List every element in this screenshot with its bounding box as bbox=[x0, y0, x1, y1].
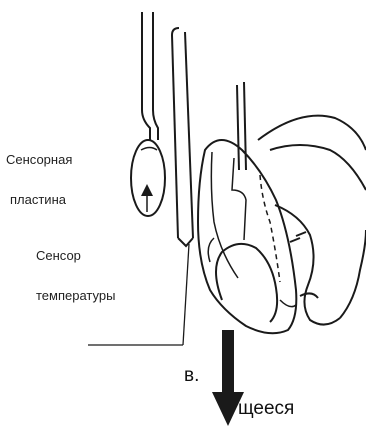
temperature-sensor-probe bbox=[172, 28, 193, 246]
cropped-text-line2: щееся bbox=[238, 398, 294, 420]
cropped-text-line1: в. bbox=[184, 365, 199, 387]
sensor-plate-probe bbox=[131, 12, 165, 216]
temperature-sensor-label-line1: Сенсор bbox=[36, 248, 81, 264]
iron-holder-rods bbox=[237, 82, 246, 170]
sensor-plate-label-line2: пластина bbox=[10, 192, 66, 208]
sensor-plate-label-line1: Сенсорная bbox=[6, 152, 72, 168]
temperature-sensor-label-line2: температуры bbox=[36, 288, 115, 304]
iron-illustration bbox=[198, 140, 296, 333]
hand-illustration bbox=[258, 116, 366, 325]
